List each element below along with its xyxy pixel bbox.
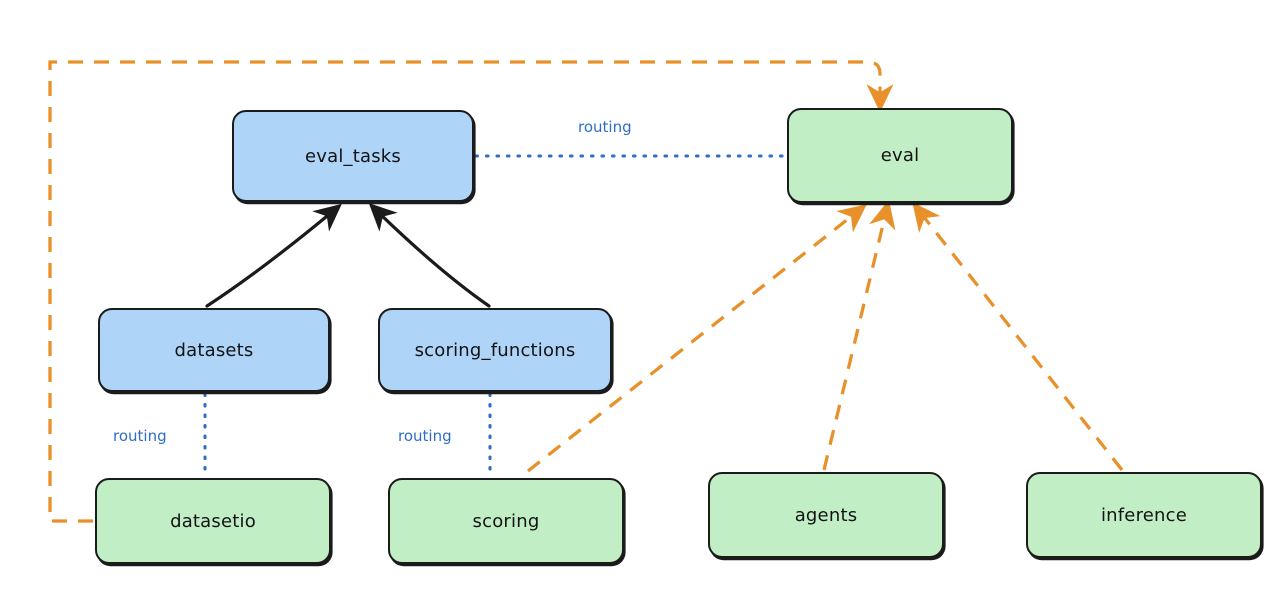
node-scoring[interactable]: scoring (388, 478, 624, 564)
node-label-scoring: scoring (472, 510, 540, 532)
dependency-edges (48, 60, 1124, 523)
edge-label-routing-datasets-datasetio: routing (113, 427, 167, 445)
node-agents[interactable]: agents (708, 472, 944, 558)
edge-label-routing-scoring_functions-scoring: routing (398, 427, 452, 445)
node-eval[interactable]: eval (787, 108, 1013, 203)
node-label-eval: eval (880, 145, 920, 166)
edge-scoring-to-eval (526, 204, 867, 473)
edge-agents-to-eval (822, 199, 896, 471)
node-label-eval_tasks: eval_tasks (304, 145, 402, 167)
node-label-inference: inference (1100, 504, 1188, 526)
edge-scoring_functions-to-eval_tasks (368, 203, 491, 308)
node-label-agents: agents (794, 504, 858, 526)
node-label-scoring_functions: scoring_functions (414, 339, 576, 361)
node-datasetio[interactable]: datasetio (95, 478, 331, 564)
node-label-datasets: datasets (174, 339, 254, 361)
routing-edges (203, 154, 787, 479)
edge-inference-to-eval (912, 202, 1124, 472)
node-inference[interactable]: inference (1026, 472, 1262, 558)
edge-datasets-to-eval_tasks (205, 203, 342, 308)
composition-edges (205, 203, 491, 308)
node-scoring_functions[interactable]: scoring_functions (378, 308, 612, 392)
edge-label-routing-eval_tasks-eval: routing (578, 118, 632, 136)
node-datasets[interactable]: datasets (98, 308, 330, 392)
node-eval_tasks[interactable]: eval_tasks (232, 110, 474, 202)
node-label-datasetio: datasetio (170, 510, 256, 532)
edge-datasetio-to-eval (48, 60, 894, 523)
